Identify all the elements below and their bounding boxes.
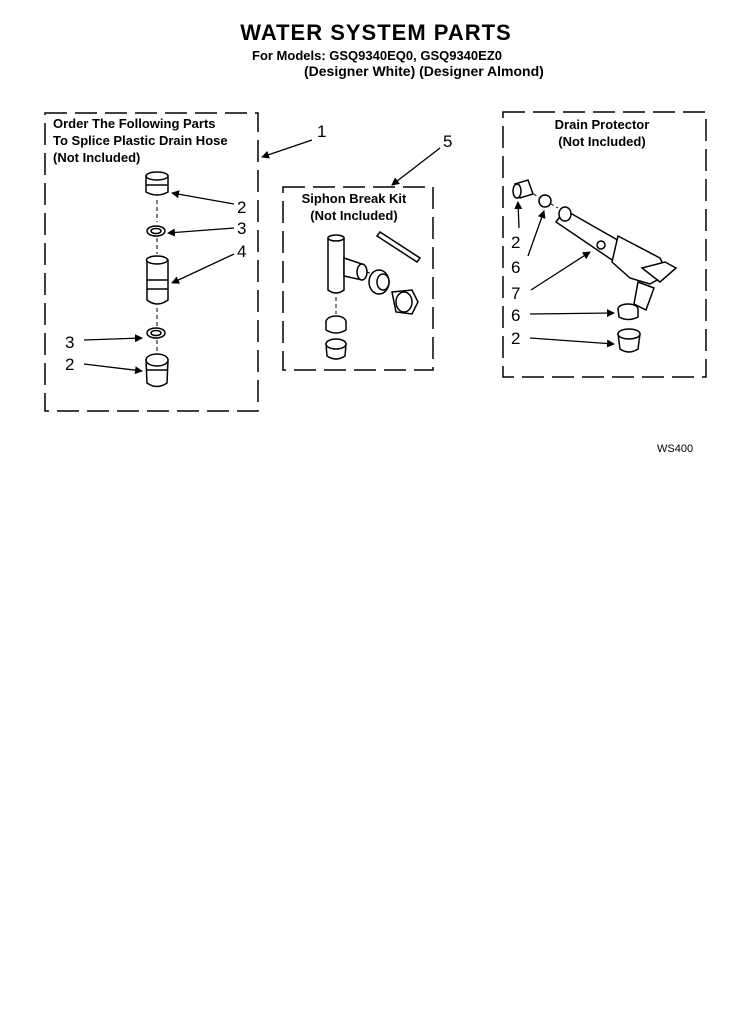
siphon-label-line1: Siphon Break Kit	[301, 191, 407, 206]
drain-parts	[512, 179, 678, 353]
callout-1: 1	[317, 122, 327, 141]
callout-4: 4	[237, 242, 247, 261]
dashed-boxes	[44, 111, 707, 412]
drain-clip	[640, 261, 678, 283]
hose-connector	[146, 259, 169, 305]
models-line: For Models: GSQ9340EQ0, GSQ9340EZ0	[252, 48, 502, 63]
callout-5: 5	[443, 132, 453, 151]
callout-2-upper: 2	[237, 198, 247, 217]
siphon-parts	[325, 230, 422, 360]
siphon-tube	[375, 230, 422, 264]
hose-fitting-lower	[145, 359, 169, 388]
hose-fitting-upper-top	[145, 171, 169, 181]
drain-box	[502, 111, 707, 378]
callout-3-upper: 3	[237, 219, 247, 238]
diagram-code: WS400	[657, 443, 694, 455]
splice-label-line3: (Not Included)	[53, 150, 141, 165]
splice-label-line2: To Splice Plastic Drain Hose	[53, 133, 228, 148]
splice-box-label: Order The Following Parts To Splice Plas…	[53, 115, 228, 166]
callout-6-drain-upper: 6	[511, 258, 521, 277]
splice-label-line1: Order The Following Parts	[53, 116, 216, 131]
callout-7: 7	[511, 284, 521, 303]
drain-ring-upper	[538, 194, 552, 208]
callout-2-drain-upper: 2	[511, 233, 521, 252]
drain-box-label: Drain Protector (Not Included)	[540, 116, 664, 150]
colors-line: (Designer White) (Designer Almond)	[304, 63, 544, 79]
siphon-label-line2: (Not Included)	[310, 208, 398, 223]
drain-label-line2: (Not Included)	[558, 134, 646, 149]
page-title: WATER SYSTEM PARTS	[240, 20, 512, 45]
callout-2-drain-lower: 2	[511, 329, 521, 348]
drain-label-line1: Drain Protector	[554, 117, 650, 132]
splice-parts	[145, 171, 169, 388]
siphon-tee-stem	[327, 237, 345, 294]
drain-bracket	[633, 280, 655, 312]
siphon-box-label: Siphon Break Kit (Not Included)	[296, 190, 412, 224]
callout-2-lower: 2	[65, 355, 75, 374]
leader-lines	[83, 139, 615, 375]
splice-box	[44, 112, 259, 412]
callout-6-drain-lower: 6	[511, 306, 521, 325]
callout-3-lower: 3	[65, 333, 75, 352]
siphon-box	[282, 186, 434, 371]
